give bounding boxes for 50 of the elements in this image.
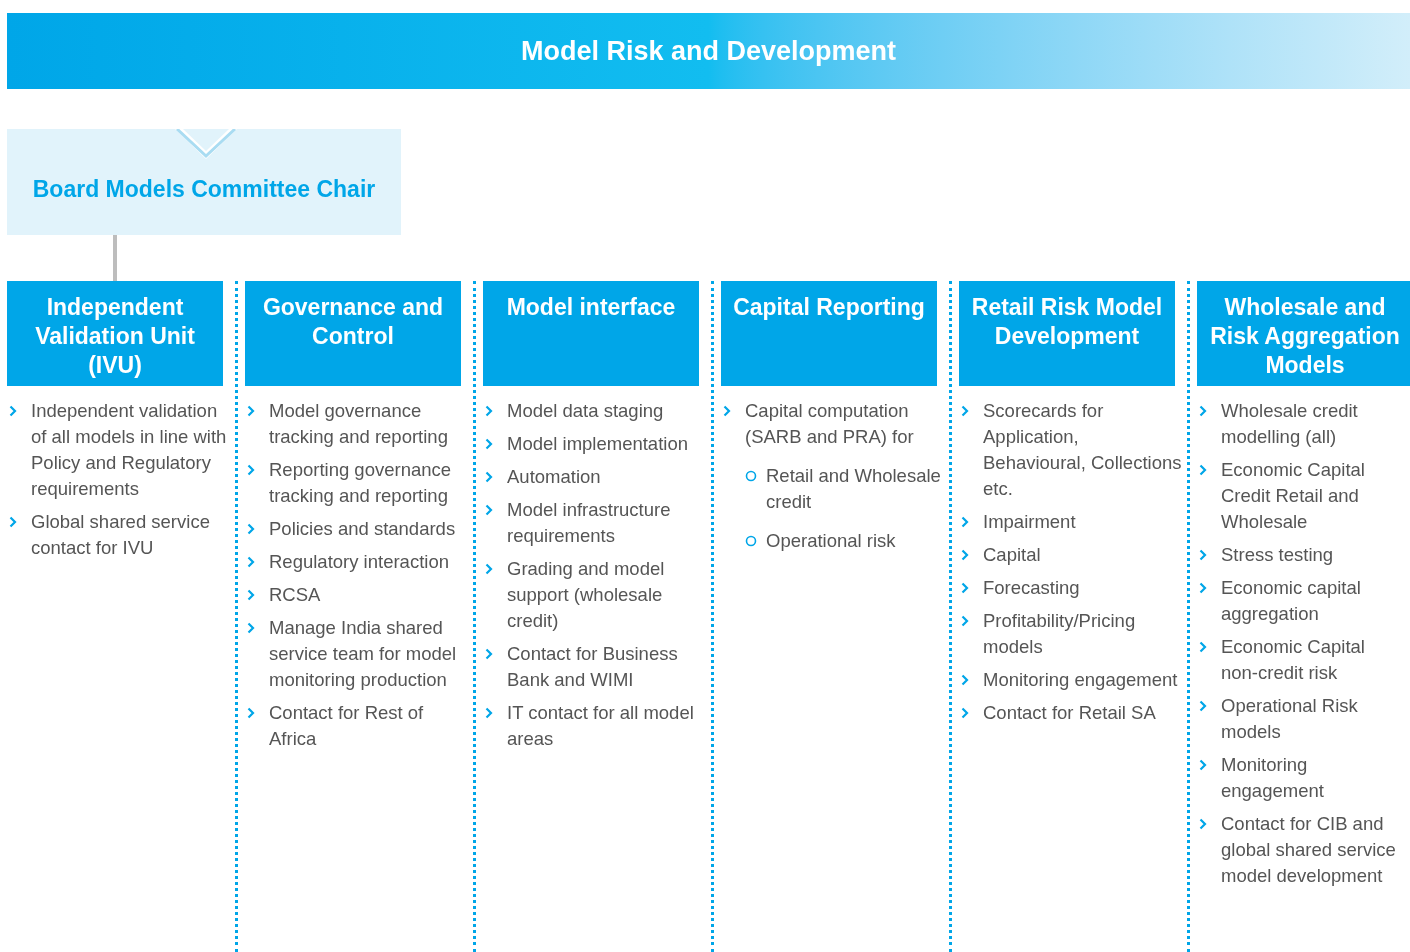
bullet-text: Model infrastructure requirements [507, 498, 672, 548]
bullet-text: Monitoring engagement [983, 668, 1178, 692]
connector-line [113, 235, 117, 281]
bullet-text: Grading and model support (wholesale credit) [507, 557, 666, 633]
unit-title: Model interface [506, 293, 676, 322]
unit-header-box [1197, 281, 1410, 386]
bullet-text: Economic Capital Credit Retail and Wholesale [1221, 458, 1366, 534]
bullet-text: Model governance tracking and reporting [269, 399, 449, 449]
bullet-text: Economic capital aggregation [1221, 576, 1362, 626]
unit-title: Independent Validation Unit (IVU) [34, 293, 196, 380]
bullet-text: Economic Capital non-credit risk [1221, 635, 1366, 685]
bullet-text: Impairment [983, 510, 1076, 534]
bullet-text: Retail and Wholesale credit [766, 464, 942, 514]
bullet-text: Regulatory interaction [269, 550, 449, 574]
bullet-text: Contact for Retail SA [983, 701, 1156, 725]
bullet-text: Scorecards for Application, Behavioural, Collections etc. [983, 399, 1183, 501]
bullet-text: Global shared service contact for IVU [31, 510, 211, 560]
unit-header-box [721, 281, 937, 386]
bullet-text: Contact for Business Bank and WIMI [507, 642, 679, 692]
bullet-text: Capital computation (SARB and PRA) for [745, 399, 915, 449]
bullet-text: Model data staging [507, 399, 664, 423]
unit-title: Capital Reporting [733, 293, 925, 322]
unit-header-box [7, 281, 223, 386]
bullet-text: Contact for Rest of Africa [269, 701, 425, 751]
bullet-text: Manage India shared service team for model monitoring production [269, 616, 458, 692]
unit-header-box [483, 281, 699, 386]
bullet-text: Contact for CIB and global shared service model development [1221, 812, 1397, 888]
unit-title: Governance and Control [261, 293, 445, 351]
committee-title: Board Models Committee Chair [32, 174, 376, 204]
bullet-text: Reporting governance tracking and reporting [269, 458, 453, 508]
bullet-text: Independent validation of all models in line with Policy and Regulatory requirements [31, 399, 228, 501]
bullet-text: Operational Risk models [1221, 694, 1359, 744]
unit-title: Retail Risk Model Development [970, 293, 1164, 351]
bullet-text: Policies and standards [269, 517, 456, 541]
title-banner: Model Risk and Development [7, 13, 1410, 89]
bullet-text: RCSA [269, 583, 321, 607]
bullet-text: Operational risk [766, 529, 896, 553]
bullet-text: Monitoring engagement [1221, 753, 1325, 803]
bullet-text: Stress testing [1221, 543, 1334, 567]
bullet-text: Forecasting [983, 576, 1080, 600]
bullet-text: Profitability/Pricing models [983, 609, 1137, 659]
bullet-text: Wholesale credit modelling (all) [1221, 399, 1359, 449]
unit-header-box [959, 281, 1175, 386]
unit-title: Wholesale and Risk Aggregation Models [1209, 293, 1401, 380]
bullet-text: Model implementation [507, 432, 688, 456]
unit-header-box [245, 281, 461, 386]
bullet-text: Automation [507, 465, 601, 489]
bullet-text: Capital [983, 543, 1041, 567]
bullet-text: IT contact for all model areas [507, 701, 695, 751]
committee-box [7, 129, 401, 235]
